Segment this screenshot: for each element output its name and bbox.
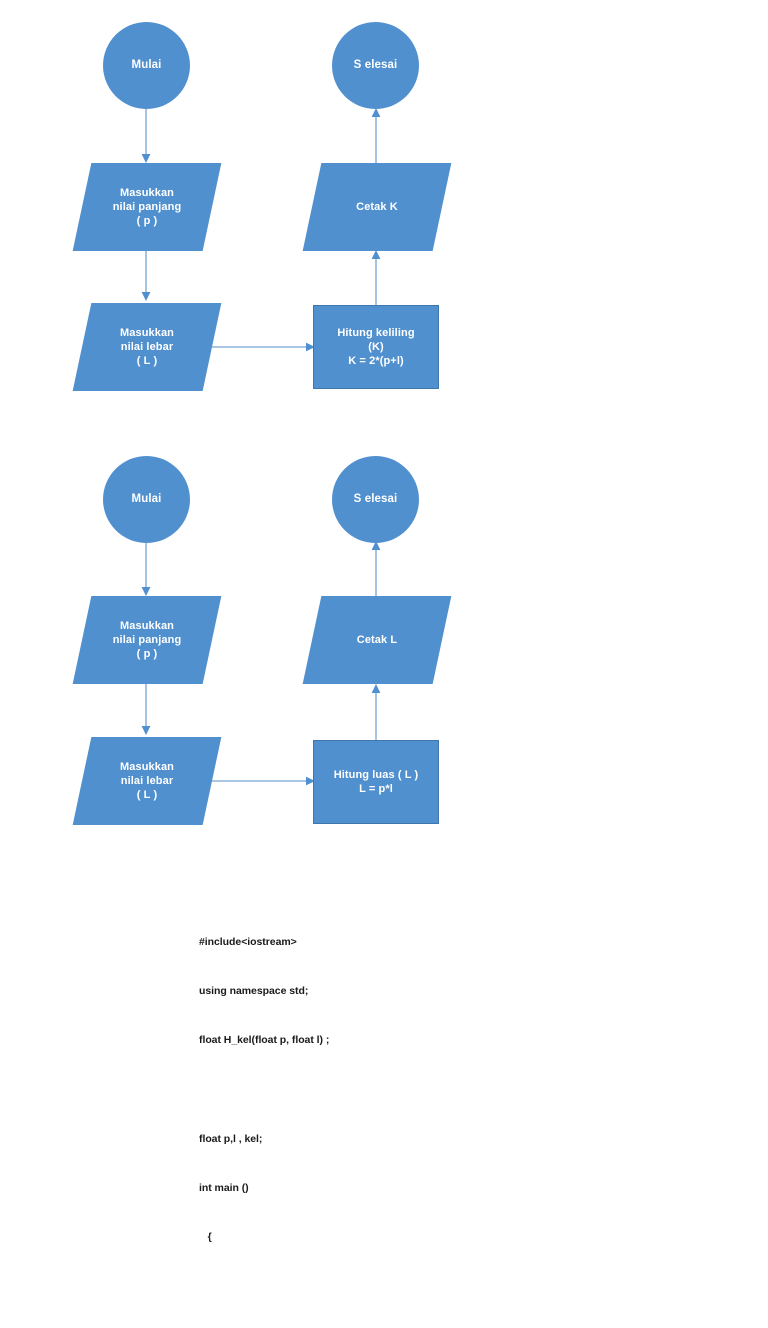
code-line-blank xyxy=(199,1081,329,1097)
code-line: using namespace std; xyxy=(199,985,309,998)
flowchart-document: Mulai S elesai Masukkan nilai panjang ( … xyxy=(72,22,452,1243)
connector-process-to-output-1 xyxy=(369,250,383,306)
connector-input-lebar-to-process-2 xyxy=(212,774,316,788)
connector-start-to-input-panjang-2 xyxy=(139,541,153,597)
code-line: float p,l , kel; xyxy=(199,1132,263,1145)
node-label: Hitung luas ( L ) L = p*l xyxy=(333,768,419,795)
node-output-cetak-l-2[interactable]: Cetak L xyxy=(302,596,452,684)
node-label: Cetak K xyxy=(356,200,398,213)
connector-input-panjang-to-input-lebar-1 xyxy=(139,250,153,302)
node-label: S elesai xyxy=(353,493,398,506)
node-label: Masukkan nilai panjang ( p ) xyxy=(112,619,182,661)
node-label: Masukkan nilai panjang ( p ) xyxy=(112,186,182,228)
node-process-hitung-keliling-1[interactable]: Hitung keliling (K) K = 2*(p+l) xyxy=(313,305,439,389)
node-input-lebar-2[interactable]: Masukkan nilai lebar ( L ) xyxy=(72,737,222,825)
node-label: Masukkan nilai lebar ( L ) xyxy=(120,760,174,802)
connector-input-panjang-to-input-lebar-2 xyxy=(139,684,153,736)
code-line: { xyxy=(199,1231,212,1244)
source-code-block: #include<iostream> using namespace std; … xyxy=(199,901,329,1328)
code-line: int main () xyxy=(199,1181,249,1194)
node-label: S elesai xyxy=(353,59,398,72)
node-input-panjang-1[interactable]: Masukkan nilai panjang ( p ) xyxy=(72,163,222,251)
connector-output-to-end-2 xyxy=(369,541,383,597)
node-output-cetak-k-1[interactable]: Cetak K xyxy=(302,163,452,251)
code-line: float H_kel(float p, float l) ; xyxy=(199,1034,330,1047)
code-line: #include<iostream> xyxy=(199,935,297,948)
node-label: Hitung keliling (K) K = 2*(p+l) xyxy=(337,326,415,368)
node-label: Cetak L xyxy=(356,633,398,646)
connector-output-to-end-1 xyxy=(369,108,383,164)
node-label: Mulai xyxy=(131,493,162,506)
node-input-panjang-2[interactable]: Masukkan nilai panjang ( p ) xyxy=(72,596,222,684)
node-start-mulai-1[interactable]: Mulai xyxy=(103,22,190,109)
connector-input-lebar-to-process-1 xyxy=(212,340,316,354)
node-input-lebar-1[interactable]: Masukkan nilai lebar ( L ) xyxy=(72,303,222,391)
node-label: Mulai xyxy=(131,59,162,72)
node-process-hitung-luas-2[interactable]: Hitung luas ( L ) L = p*l xyxy=(313,740,439,824)
connector-process-to-output-2 xyxy=(369,684,383,740)
code-line-clipped xyxy=(199,1278,329,1294)
node-start-mulai-2[interactable]: Mulai xyxy=(103,456,190,543)
node-label: Masukkan nilai lebar ( L ) xyxy=(120,326,174,368)
node-end-selesai-2[interactable]: S elesai xyxy=(332,456,419,543)
node-end-selesai-1[interactable]: S elesai xyxy=(332,22,419,109)
connector-start-to-input-panjang-1 xyxy=(139,108,153,164)
